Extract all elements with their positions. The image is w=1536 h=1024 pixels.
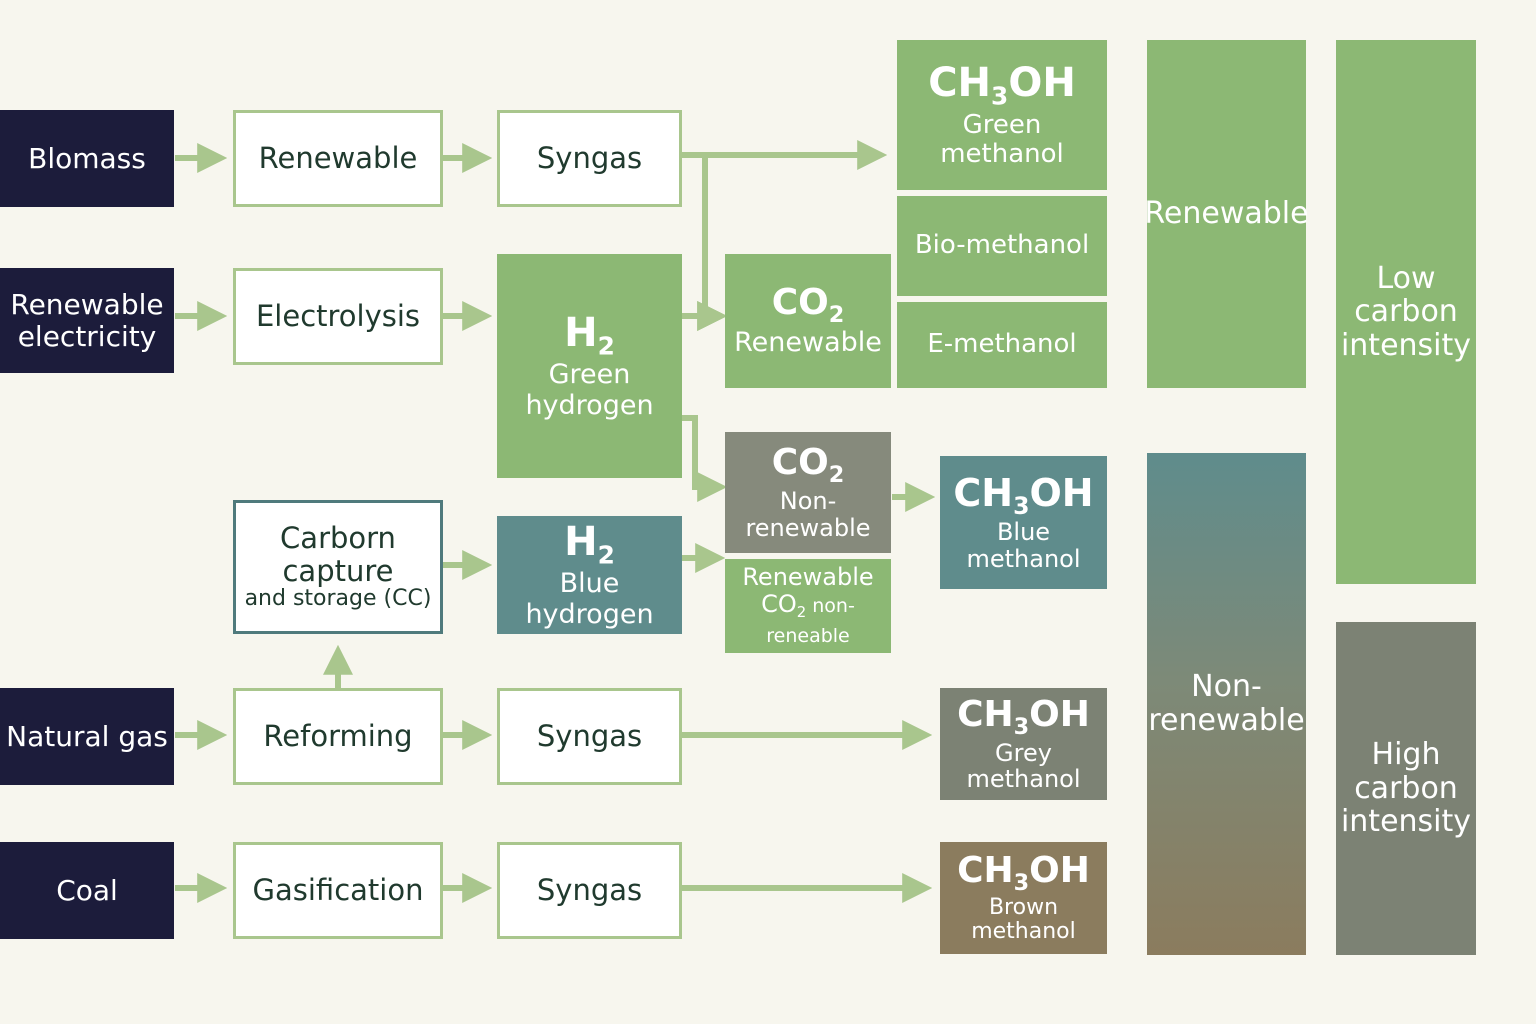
co2-nonrenewable: CO2 Non-renewable [725,432,891,553]
syngas-biomass: Syngas [497,110,682,207]
blue-methanol-formula: CH3OH [953,470,1094,521]
green-hydrogen-line1: Green [548,359,631,391]
high-carbon-line2: carbon [1354,770,1458,806]
green-methanol: CH3OH Green methanol [897,40,1107,190]
category-non-renewable-line1: Non- [1191,669,1262,705]
e-methanol-label: E-methanol [927,329,1077,360]
green-methanol-label: Green methanol [940,109,1064,169]
blue-methanol: CH3OH Blue methanol [940,456,1107,589]
source-coal: Coal [0,842,174,939]
process-electrolysis: Electrolysis [233,268,443,365]
low-carbon-line3: intensity [1340,327,1472,363]
ccs-line2: capture [282,553,394,588]
co2-mixed-note: non-reneable [766,595,855,647]
category-non-renewable: Non- renewable [1147,453,1306,955]
process-renewable: Renewable [233,110,443,207]
source-natural-gas-label: Natural gas [6,719,168,753]
grey-methanol: CH3OH Grey methanol [940,688,1107,800]
syngas-biomass-label: Syngas [536,141,643,176]
co2-nonrenewable-formula: CO2 [771,442,845,489]
high-carbon-line3: intensity [1340,804,1472,840]
process-electrolysis-label: Electrolysis [255,299,421,334]
bio-methanol: Bio-methanol [897,196,1107,296]
source-renewable-electricity: Renewable electricity [0,268,174,373]
brown-methanol: CH3OH Brown methanol [940,842,1107,954]
category-renewable: Renewable [1144,40,1309,388]
blue-hydrogen-label: Blue hydrogen [525,568,654,630]
co2-renewable-label: Renewable [734,327,882,359]
arrow-h2-co2-nonrenewable [682,415,728,502]
low-carbon-line1: Low [1376,260,1436,296]
process-renewable-label: Renewable [258,141,418,176]
source-natural-gas: Natural gas [0,688,174,785]
syngas-coal: Syngas [497,842,682,939]
source-biomass-label: Blomass [28,141,146,175]
process-reforming: Reforming [233,688,443,785]
process-carbon-capture: Carborn capture and storage (CC) [233,500,443,634]
co2-renewable: CO2 Renewable [725,254,891,388]
high-carbon-line1: High [1371,737,1441,773]
blue-h2-formula: H2 [564,519,615,570]
syngas-gas-label: Syngas [536,719,643,754]
source-electricity-line2: electricity [17,319,157,353]
grey-methanol-formula: CH3OH [957,693,1090,740]
source-coal-label: Coal [56,873,118,907]
process-reforming-label: Reforming [263,719,413,754]
category-non-renewable-line2: renewable [1148,703,1305,738]
process-gasification-label: Gasification [252,873,424,908]
grey-methanol-label: Grey methanol [966,738,1081,794]
category-renewable-label: Renewable [1144,196,1309,232]
h2-formula: H2 [564,310,615,361]
co2-nonrenewable-label: Non-renewable [745,487,871,542]
blue-hydrogen: H2 Blue hydrogen [497,516,682,634]
ccs-line3: and storage (CC) [244,586,432,612]
green-methanol-formula: CH3OH [928,60,1076,111]
ccs-line1: Carborn [280,521,396,556]
source-biomass: Blomass [0,110,174,207]
blue-methanol-label: Blue methanol [966,518,1081,574]
low-carbon-line2: carbon [1354,294,1458,330]
syngas-coal-label: Syngas [536,873,643,908]
source-electricity-line1: Renewable [10,288,164,322]
brown-methanol-formula: CH3OH [957,849,1090,896]
category-low-carbon: Low carbon intensity [1336,40,1476,584]
green-hydrogen-line2: hydrogen [525,389,654,421]
brown-methanol-label: Brown methanol [971,894,1076,945]
e-methanol: E-methanol [897,302,1107,388]
syngas-gas: Syngas [497,688,682,785]
bio-methanol-label: Bio-methanol [914,230,1090,261]
co2-mixed-label: Renewable [742,563,874,592]
arrow-syngas-co2-renewable [697,155,728,331]
category-high-carbon: High carbon intensity [1336,622,1476,955]
process-gasification: Gasification [233,842,443,939]
green-hydrogen: H2 Green hydrogen [497,254,682,478]
co2-renewable-formula: CO2 [771,282,845,329]
